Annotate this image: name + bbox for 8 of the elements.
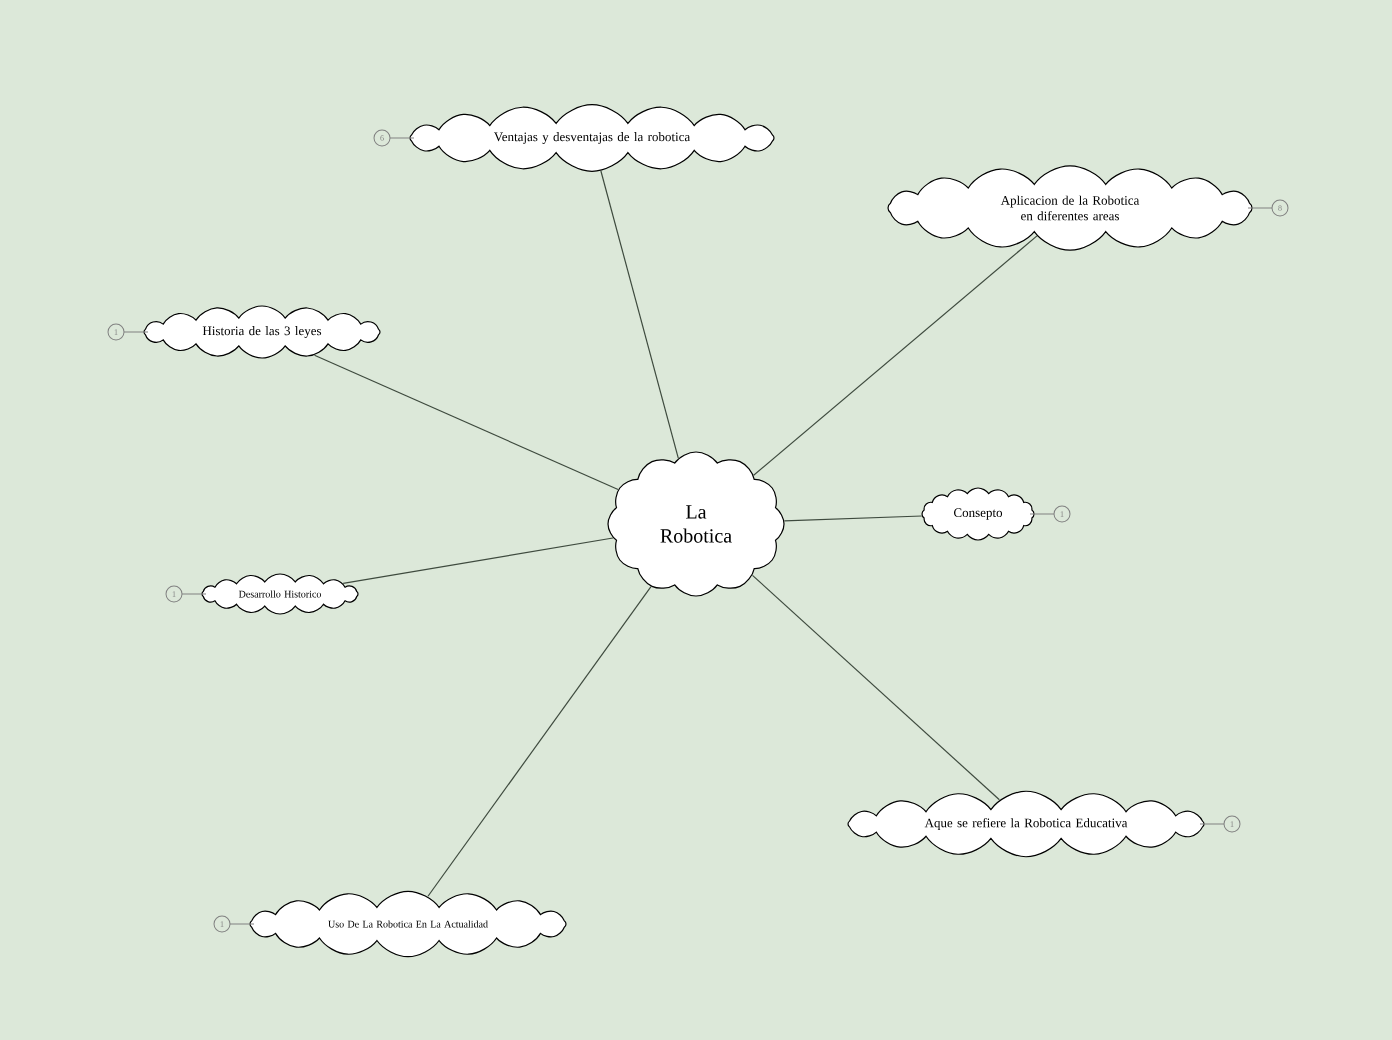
topic-cloud: La Robotica (607, 451, 785, 597)
connector-line (751, 574, 1000, 801)
connector-line (342, 537, 614, 584)
connector-line (783, 515, 923, 522)
connector-line (753, 235, 1038, 476)
connector-line (600, 170, 679, 459)
connector-line (313, 354, 619, 491)
connector-line (427, 585, 652, 897)
